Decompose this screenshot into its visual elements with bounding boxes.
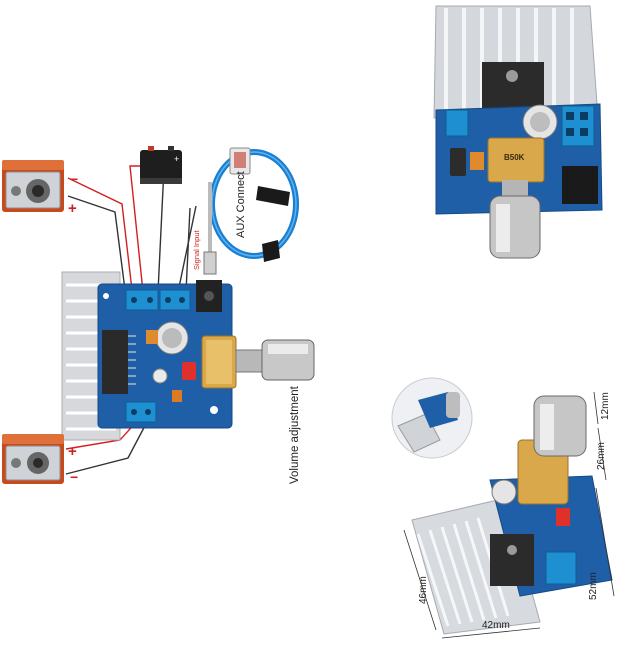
dim-line-top	[593, 391, 599, 425]
wire-battery-minus	[157, 167, 182, 293]
capacitor-small	[152, 368, 168, 384]
amp-ic	[102, 330, 128, 394]
wire-signal-2	[177, 205, 197, 293]
photo-aux-jack	[562, 166, 598, 204]
dim-knob-label: 26mm	[596, 442, 607, 470]
terminal-power	[125, 289, 159, 311]
dim-line-height	[403, 529, 437, 631]
aux-cable	[203, 147, 299, 275]
dimension-photo: 46mm 42mm 52mm 26mm 12mm	[391, 377, 615, 639]
potentiometer	[201, 335, 315, 389]
dim-line-width	[441, 627, 541, 639]
dim-terminal	[545, 551, 577, 585]
speaker-top	[2, 160, 64, 212]
dim-width-label: 42mm	[482, 620, 510, 631]
photo-terminal-left	[445, 109, 469, 137]
speaker-bottom	[2, 434, 64, 484]
product-photo-top: B50K	[433, 5, 603, 259]
wire-signal-1	[185, 207, 191, 293]
wire-top-speaker-plus	[67, 195, 126, 291]
speaker-bottom-plus-label: +	[68, 443, 77, 460]
battery-icon: +	[140, 146, 182, 184]
dim-height-label: 46mm	[418, 576, 429, 604]
wire-bottom-speaker-minus	[65, 419, 149, 475]
terminal-speaker-out	[125, 401, 157, 423]
dim-line-knob	[597, 427, 607, 481]
dim-depth-label: 52mm	[588, 572, 599, 600]
dim-line-depth	[595, 487, 615, 597]
volume-adjustment-label: Volume adjustment	[289, 385, 301, 484]
wire-top-speaker-minus	[67, 177, 133, 291]
svg-text:+: +	[174, 154, 179, 164]
speaker-top-plus-label: +	[68, 200, 77, 217]
wire-battery-plus	[129, 165, 144, 293]
speaker-bottom-minus-label: −	[70, 469, 78, 485]
signal-input-label: Signal Input	[192, 229, 201, 270]
speaker-top-minus-label: −	[70, 171, 78, 187]
wiring-diagram: − + + AUX Connect Signal Input	[2, 146, 315, 485]
amplifier-board	[97, 280, 233, 429]
aux-connect-label: AUX Connect	[235, 171, 247, 238]
pot-value-label: B50K	[504, 153, 525, 162]
terminal-signal	[159, 289, 191, 311]
dim-top-label: 12mm	[600, 392, 611, 420]
